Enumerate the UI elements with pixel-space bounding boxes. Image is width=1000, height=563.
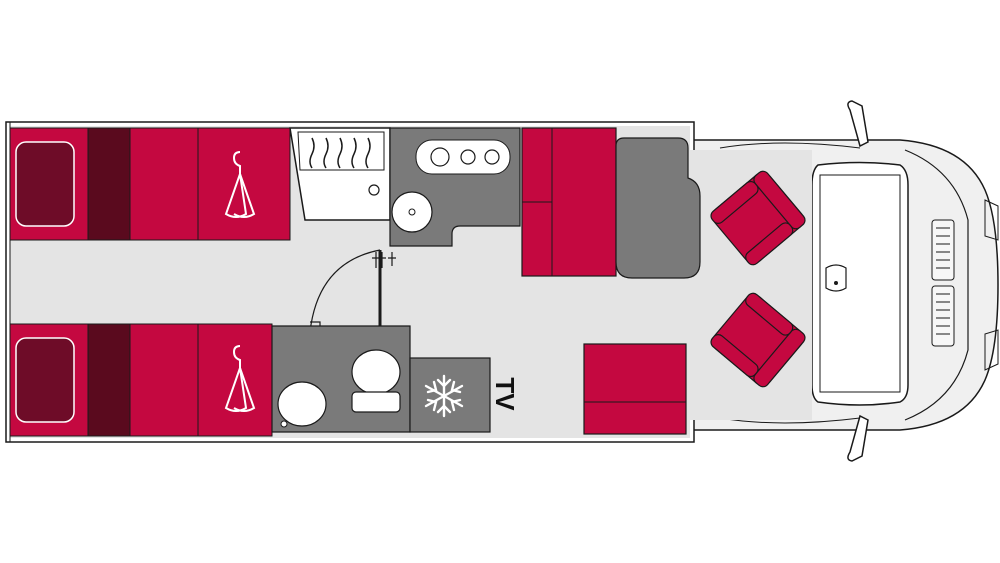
grille-slats — [936, 227, 950, 335]
clothes-hanger-icon — [224, 151, 256, 218]
dinette-table — [615, 137, 701, 279]
side-bench — [583, 343, 687, 435]
fridge — [409, 357, 491, 433]
pillow — [15, 141, 75, 227]
grille-upper — [931, 219, 955, 281]
cab-door-top-line — [719, 142, 861, 149]
washbasin-icon — [277, 381, 327, 428]
tv-label: TV — [490, 377, 520, 411]
mirror-mount — [834, 281, 838, 285]
snowflake-icon — [424, 374, 464, 418]
door-latch-mark — [388, 252, 396, 266]
rear-bed-top — [9, 127, 291, 241]
windshield-inner — [819, 174, 901, 393]
stove-burners-icon — [430, 147, 500, 167]
passenger-seat — [710, 292, 806, 388]
cab-hood-line — [904, 149, 969, 421]
front-grille — [931, 219, 955, 347]
dinette-bench — [521, 127, 617, 277]
door-handle-right — [372, 252, 386, 268]
toilet-icon — [351, 349, 401, 413]
rear-view-mirror — [825, 264, 847, 292]
bed-dark-band — [87, 127, 131, 241]
shower-drain — [368, 184, 380, 196]
shower-tray-icon — [309, 137, 371, 169]
washroom — [271, 325, 411, 433]
fridge-cabinet — [409, 357, 491, 433]
bed-dark-band — [87, 323, 131, 437]
grille-lower — [931, 285, 955, 347]
swivel-armchair-icon — [710, 292, 806, 388]
table-top — [615, 137, 701, 279]
round-sink-icon — [391, 191, 433, 233]
clothes-hanger-icon — [224, 345, 256, 412]
kitchen-unit — [389, 127, 521, 247]
headlight-top — [984, 199, 999, 241]
swivel-armchair-icon — [710, 170, 806, 266]
shower — [289, 127, 391, 221]
bench-seat — [583, 343, 687, 435]
driver-seat — [710, 170, 806, 266]
pillow — [15, 337, 75, 423]
side-mirror-bottom — [847, 414, 869, 462]
door-swing-arc — [309, 249, 381, 333]
rear-bed-bottom — [9, 323, 273, 437]
side-mirror-top — [847, 100, 869, 148]
headlight-bottom — [984, 329, 999, 371]
